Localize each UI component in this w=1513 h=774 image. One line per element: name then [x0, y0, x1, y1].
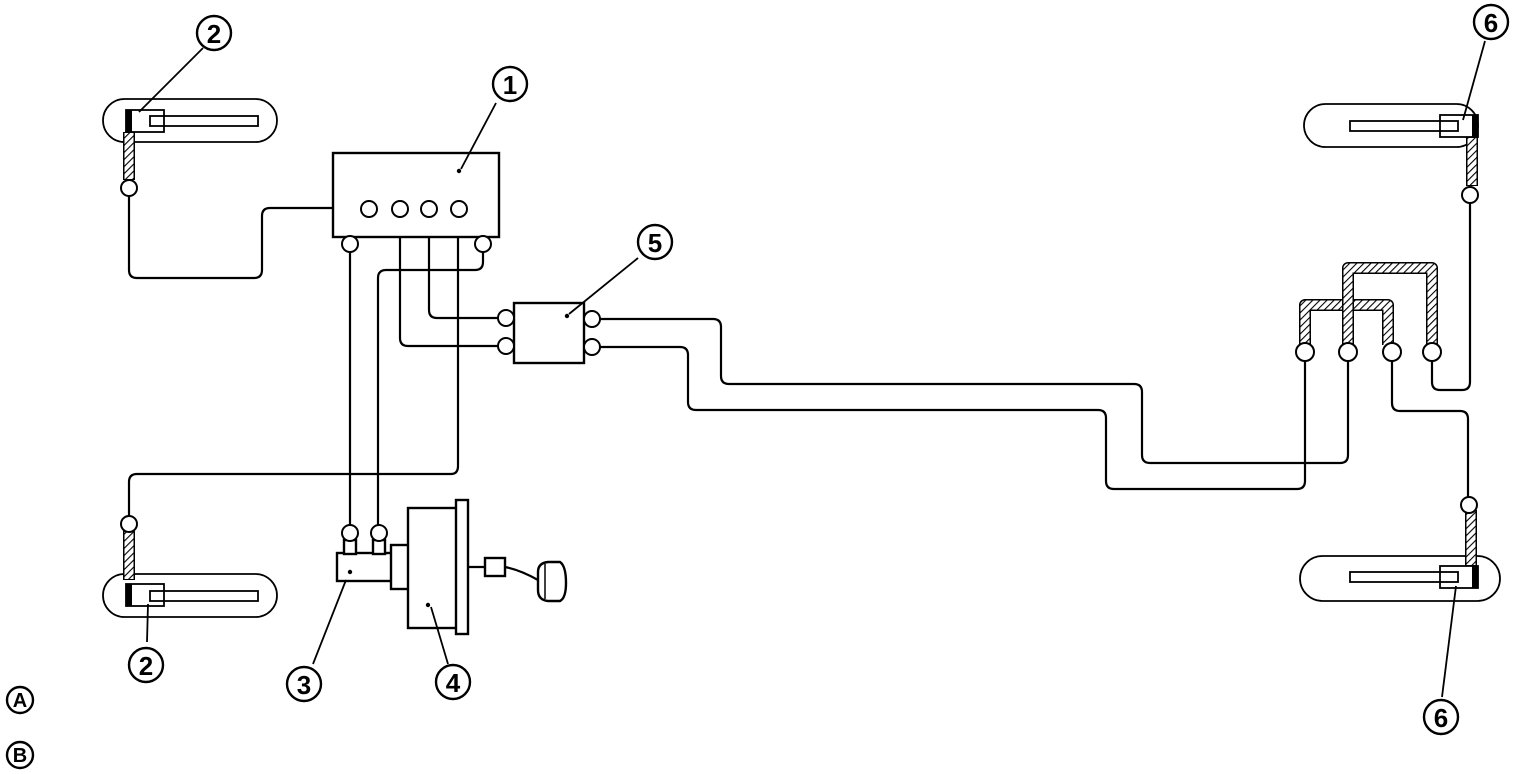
callout-6-bottom-label: 6 — [1434, 703, 1448, 733]
callout-2-bottom: 2 — [127, 646, 165, 684]
wheel-rear-left — [102, 573, 278, 618]
callout-6-bottom: 6 — [1422, 698, 1460, 736]
callout-6-top: 6 — [1472, 3, 1510, 41]
callout-3: 3 — [285, 665, 323, 703]
brake-pipes — [127, 194, 1472, 582]
callout-5: 5 — [636, 223, 674, 261]
callout-6-top-label: 6 — [1484, 8, 1498, 38]
legend-b-label: B — [13, 745, 27, 767]
master-cylinder-3 — [335, 524, 394, 583]
wheel-front-right — [1303, 103, 1479, 148]
callout-2-top: 2 — [195, 14, 233, 52]
callout-4-label: 4 — [446, 668, 461, 698]
callout-2-bottom-label: 2 — [139, 651, 153, 681]
hose-fittings — [120, 179, 1479, 533]
wheel-front-left — [102, 98, 278, 143]
hydraulic-unit-1 — [331, 151, 501, 253]
callout-1: 1 — [491, 65, 529, 103]
brake-hoses — [123, 132, 1478, 580]
legend-b: B — [5, 740, 35, 770]
callout-2-top-label: 2 — [207, 19, 221, 49]
callout-5-label: 5 — [648, 228, 662, 258]
legend-a-label: A — [13, 690, 27, 712]
wheel-rear-right — [1299, 555, 1501, 602]
legend-a: A — [5, 685, 35, 715]
brake-booster-4 — [389, 498, 568, 636]
callout-3-label: 3 — [297, 670, 311, 700]
callout-1-label: 1 — [503, 70, 517, 100]
callout-4: 4 — [434, 663, 472, 701]
valve-unit-5 — [497, 301, 601, 365]
leader-lines — [138, 40, 1486, 698]
